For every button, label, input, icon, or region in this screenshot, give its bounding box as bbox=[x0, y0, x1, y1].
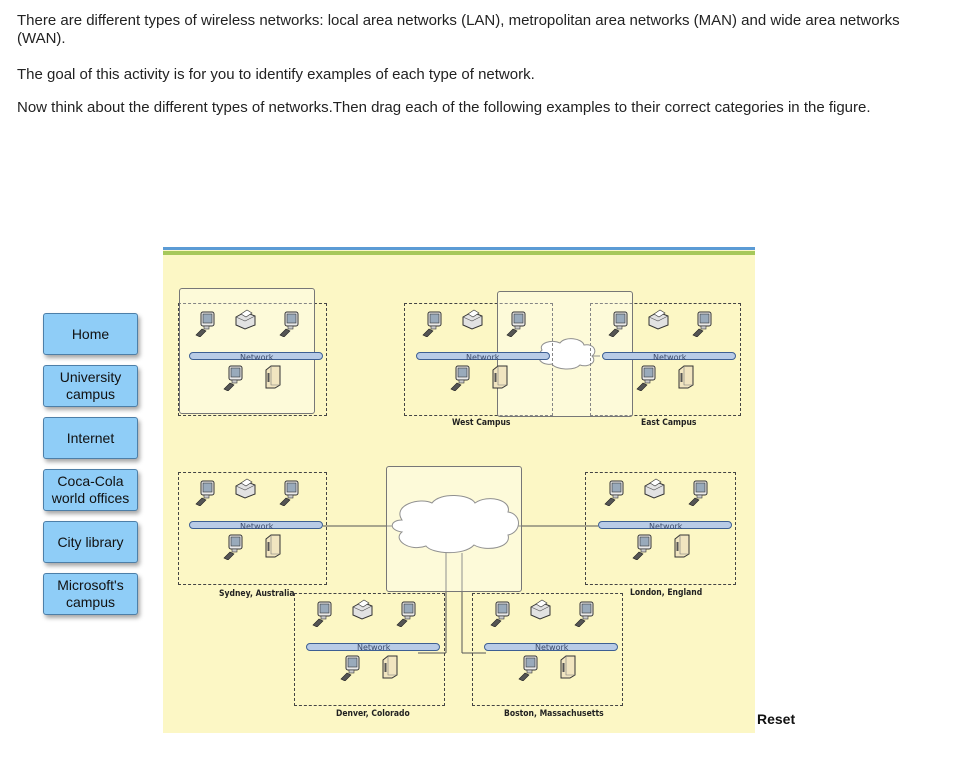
drop-zone-lan[interactable] bbox=[179, 288, 315, 414]
network-label: Network bbox=[466, 353, 500, 362]
site-frame-denver bbox=[294, 593, 445, 706]
network-label: Network bbox=[535, 643, 569, 652]
computer-icon bbox=[688, 480, 710, 507]
drag-chip-university-campus[interactable]: University campus bbox=[43, 365, 138, 407]
printer-icon bbox=[646, 308, 670, 330]
site-frame-sydney bbox=[178, 472, 327, 585]
site-frame-boston bbox=[472, 593, 623, 706]
server-icon bbox=[560, 655, 576, 679]
printer-icon bbox=[528, 598, 552, 620]
computer-icon bbox=[604, 480, 626, 507]
instructions: There are different types of wireless ne… bbox=[17, 12, 947, 132]
network-label: Network bbox=[653, 353, 687, 362]
site-frame-top-left bbox=[178, 303, 327, 416]
computer-icon bbox=[692, 311, 714, 338]
site-caption-london: London, England bbox=[630, 588, 703, 598]
server-icon bbox=[674, 534, 690, 558]
computer-icon bbox=[636, 365, 658, 392]
instruction-paragraph-3: Now think about the different types of n… bbox=[17, 99, 871, 116]
computer-icon bbox=[574, 601, 596, 628]
printer-icon bbox=[350, 598, 374, 620]
computer-icon bbox=[450, 365, 472, 392]
drop-zone-wan[interactable] bbox=[386, 466, 522, 592]
site-caption-denver: Denver, Colorado bbox=[336, 709, 410, 719]
drag-chip-home[interactable]: Home bbox=[43, 313, 138, 355]
reset-button[interactable]: Reset bbox=[757, 711, 796, 727]
network-label: Network bbox=[240, 522, 274, 531]
network-label: Network bbox=[649, 522, 683, 531]
instruction-paragraph-2: The goal of this activity is for you to … bbox=[17, 66, 535, 83]
printer-icon bbox=[233, 477, 257, 499]
computer-icon bbox=[312, 601, 334, 628]
site-frame-west-campus bbox=[404, 303, 553, 416]
network-label: Network bbox=[240, 353, 274, 362]
server-icon bbox=[265, 534, 281, 558]
figure-top-bar-green bbox=[163, 251, 755, 255]
figure-top-bar-blue bbox=[163, 247, 755, 250]
server-icon bbox=[678, 365, 694, 389]
site-frame-london bbox=[585, 472, 736, 585]
printer-icon bbox=[642, 477, 666, 499]
printer-icon bbox=[460, 308, 484, 330]
network-bus-denver bbox=[306, 643, 440, 651]
computer-icon bbox=[422, 311, 444, 338]
computer-icon bbox=[223, 365, 245, 392]
site-caption-sydney: Sydney, Australia bbox=[219, 589, 295, 599]
drag-chip-internet[interactable]: Internet bbox=[43, 417, 138, 459]
site-caption-boston: Boston, Massachusetts bbox=[504, 709, 604, 719]
computer-icon bbox=[608, 311, 630, 338]
computer-icon bbox=[279, 311, 301, 338]
printer-icon bbox=[233, 308, 257, 330]
instruction-paragraph-1: There are different types of wireless ne… bbox=[17, 12, 900, 47]
network-bus-sydney bbox=[189, 521, 323, 529]
computer-icon bbox=[490, 601, 512, 628]
drag-chip-coca-cola-world-offices[interactable]: Coca-Cola world offices bbox=[43, 469, 138, 511]
server-icon bbox=[492, 365, 508, 389]
network-bus-london bbox=[598, 521, 732, 529]
network-bus-west-campus bbox=[416, 352, 550, 360]
network-bus-boston bbox=[484, 643, 618, 651]
site-caption-west-campus: West Campus bbox=[452, 418, 511, 428]
network-bus-east-campus bbox=[602, 352, 736, 360]
site-caption-east-campus: East Campus bbox=[641, 418, 697, 428]
drag-chip-city-library[interactable]: City library bbox=[43, 521, 138, 563]
computer-icon bbox=[340, 655, 362, 682]
computer-icon bbox=[506, 311, 528, 338]
computer-icon bbox=[195, 311, 217, 338]
computer-icon bbox=[518, 655, 540, 682]
computer-icon bbox=[279, 480, 301, 507]
site-frame-east-campus bbox=[590, 303, 741, 416]
computer-icon bbox=[223, 534, 245, 561]
network-label: Network bbox=[357, 643, 391, 652]
drag-chip-microsofts-campus[interactable]: Microsoft's campus bbox=[43, 573, 138, 615]
server-icon bbox=[265, 365, 281, 389]
server-icon bbox=[382, 655, 398, 679]
computer-icon bbox=[396, 601, 418, 628]
computer-icon bbox=[195, 480, 217, 507]
network-bus-top-left bbox=[189, 352, 323, 360]
computer-icon bbox=[632, 534, 654, 561]
